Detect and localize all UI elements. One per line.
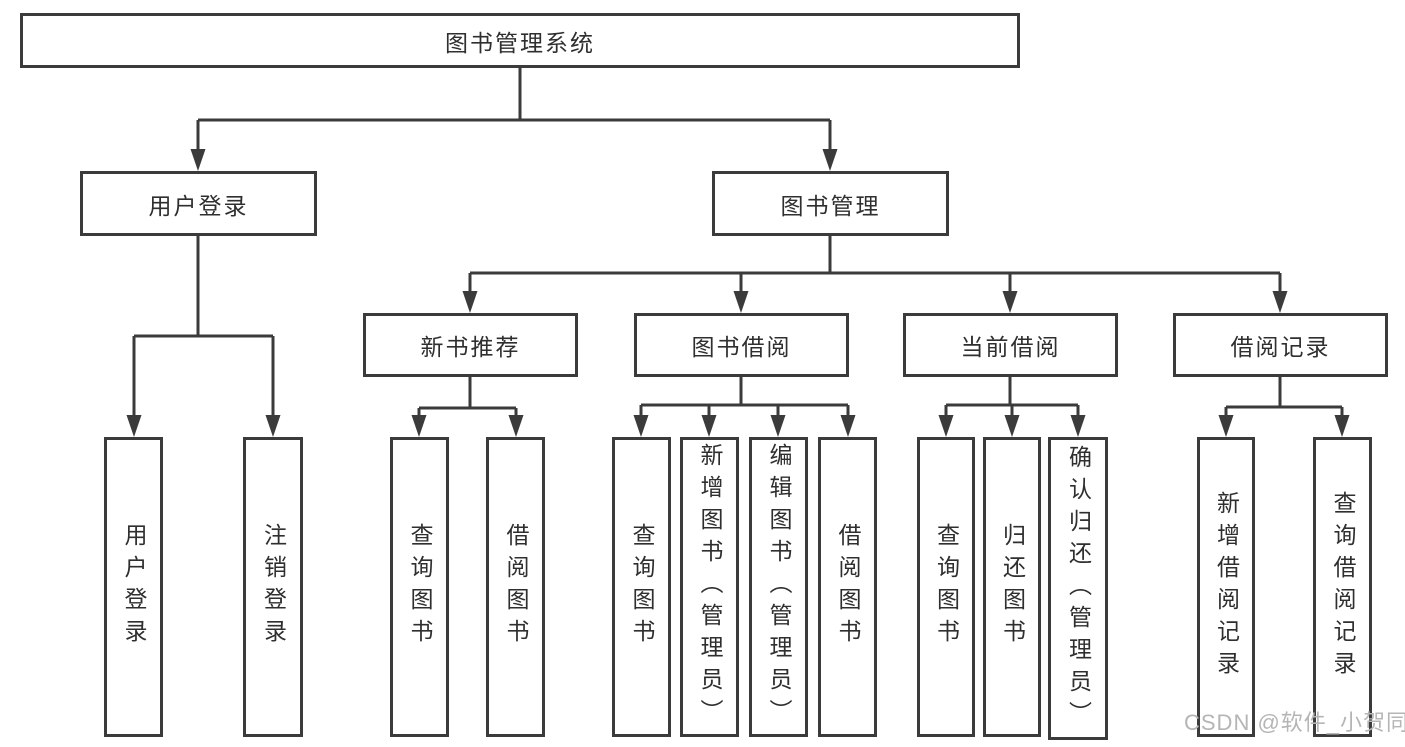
node-label: 编辑图书（管理员） xyxy=(766,443,792,731)
node-label: 图书借阅 xyxy=(691,334,792,360)
leaf-records-add-record: 新增借阅记录 xyxy=(1197,437,1255,737)
node-label: 查询借阅记录 xyxy=(1330,491,1356,683)
leaf-borrow-query-book: 查询图书 xyxy=(612,437,671,737)
node-current-borrow: 当前借阅 xyxy=(903,313,1118,377)
watermark-text: CSDN @软件_小贺同学 xyxy=(1184,710,1405,735)
node-label: 新增图书（管理员） xyxy=(697,443,723,731)
leaf-borrow-add-book-admin: 新增图书（管理员） xyxy=(680,437,739,737)
leaf-borrow-edit-book-admin: 编辑图书（管理员） xyxy=(749,437,808,737)
node-user-login-branch: 用户登录 xyxy=(80,171,317,236)
node-label: 查询图书 xyxy=(629,523,655,651)
node-borrow-records: 借阅记录 xyxy=(1173,313,1388,377)
node-label: 借阅图书 xyxy=(503,523,529,651)
node-system-root: 图书管理系统 xyxy=(20,13,1020,68)
node-label: 用户登录 xyxy=(148,192,249,219)
leaf-current-return-book: 归还图书 xyxy=(983,437,1041,737)
leaf-recommend-query-book: 查询图书 xyxy=(390,437,449,737)
node-book-management: 图书管理 xyxy=(712,171,949,236)
node-label: 借阅图书 xyxy=(835,523,861,651)
node-label: 当前借阅 xyxy=(960,334,1061,360)
node-label: 查询图书 xyxy=(933,523,960,651)
leaf-current-query-book: 查询图书 xyxy=(917,437,975,737)
node-label: 图书管理 xyxy=(780,192,881,219)
node-book-borrow: 图书借阅 xyxy=(634,313,849,377)
node-new-book-recommend: 新书推荐 xyxy=(363,313,578,377)
leaf-records-query-record: 查询借阅记录 xyxy=(1313,437,1372,737)
node-label: 归还图书 xyxy=(999,523,1026,651)
node-label: 新增借阅记录 xyxy=(1213,491,1240,683)
leaf-logout: 注销登录 xyxy=(243,437,303,737)
node-label: 查询图书 xyxy=(407,523,433,651)
node-label: 确认归还（管理员） xyxy=(1065,444,1092,733)
node-label: 图书管理系统 xyxy=(445,29,595,56)
node-label: 注销登录 xyxy=(260,523,287,651)
leaf-user-login: 用户登录 xyxy=(104,437,163,737)
leaf-current-confirm-return-admin: 确认归还（管理员） xyxy=(1048,437,1108,740)
node-label: 新书推荐 xyxy=(420,334,521,360)
arrowheads xyxy=(126,149,1350,437)
leaf-recommend-borrow-book: 借阅图书 xyxy=(486,437,545,737)
node-label: 用户登录 xyxy=(121,523,147,651)
leaf-borrow-borrow-book: 借阅图书 xyxy=(818,437,877,737)
node-label: 借阅记录 xyxy=(1230,334,1331,360)
